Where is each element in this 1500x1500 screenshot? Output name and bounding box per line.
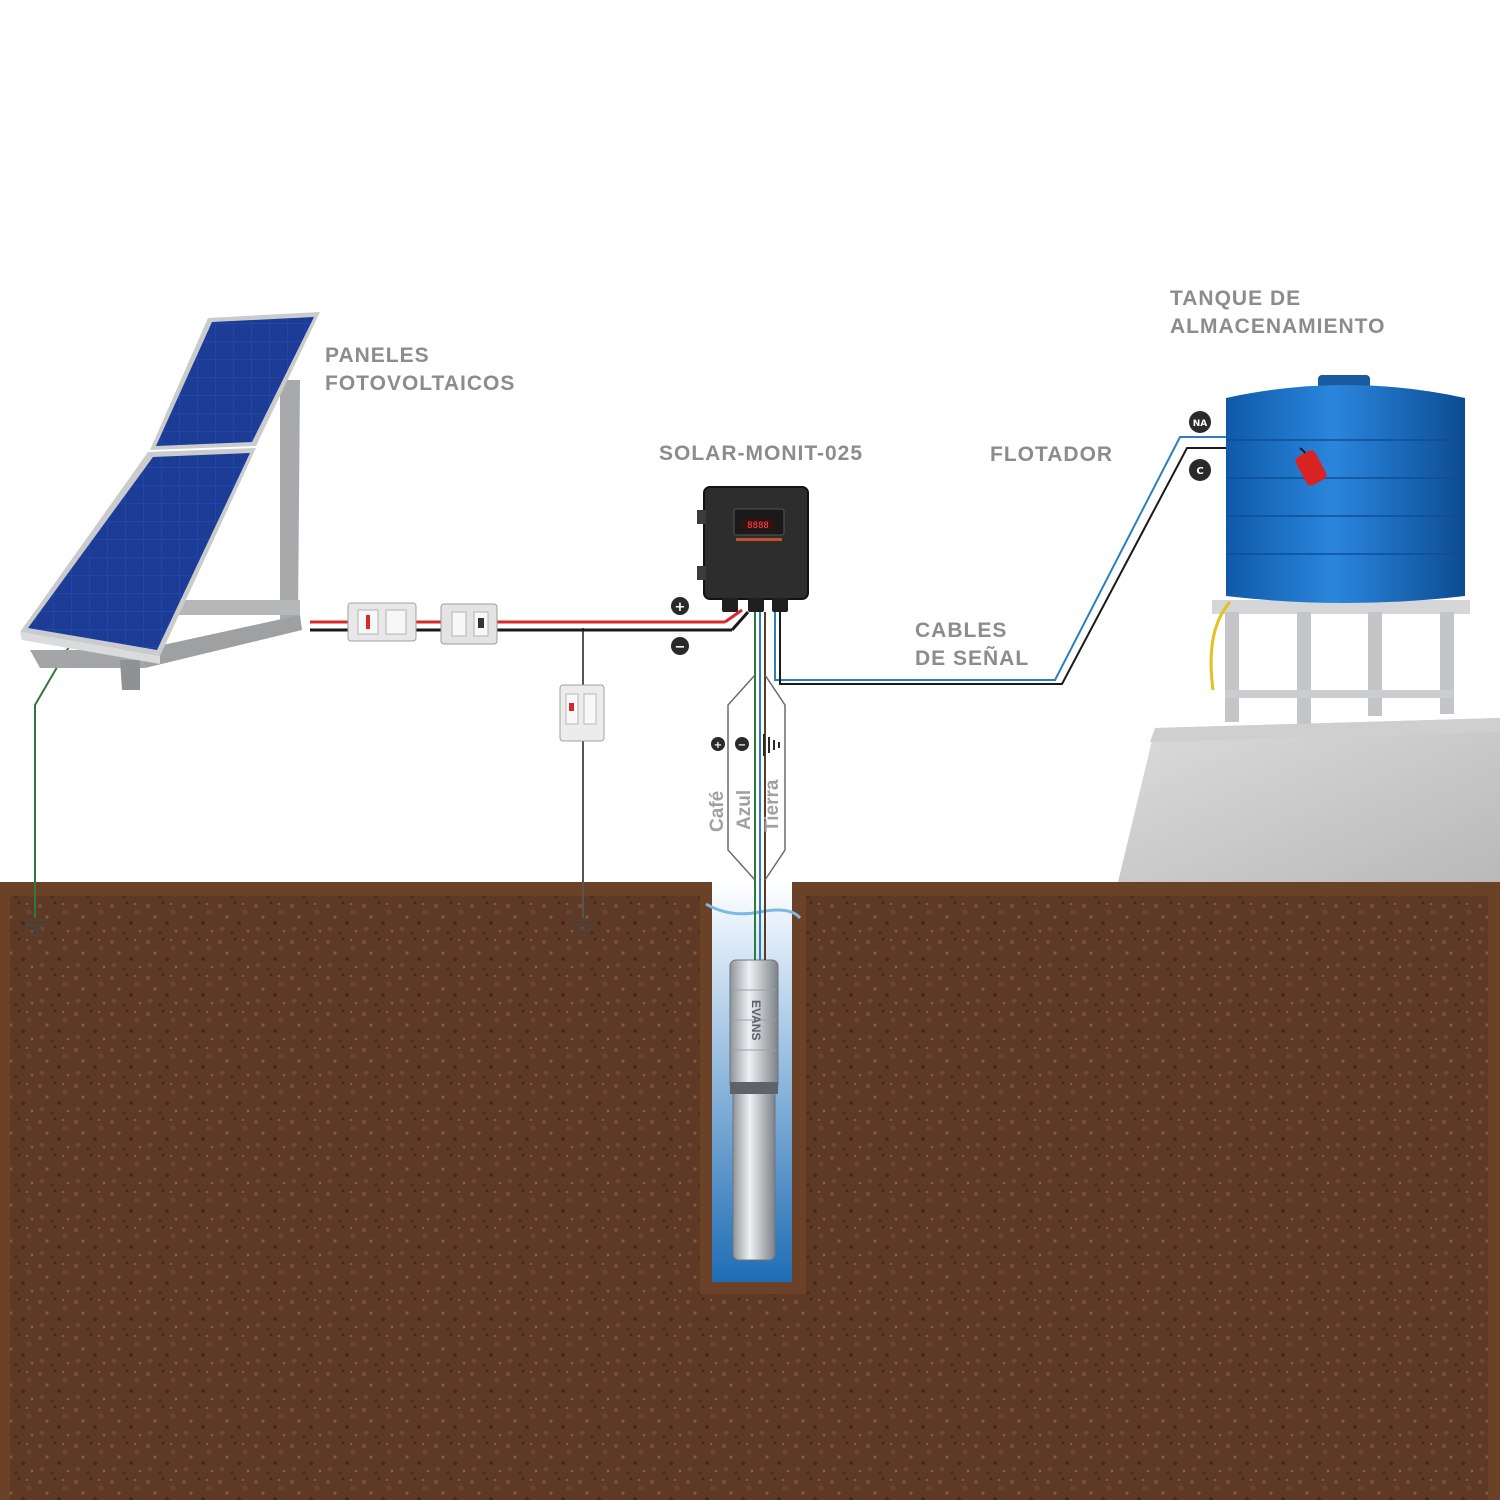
controller-display: 8888	[747, 521, 769, 531]
svg-text:+: +	[714, 740, 722, 751]
svg-text:+: +	[675, 600, 686, 615]
pump-brand: EVANS	[749, 1000, 763, 1040]
dc-breaker	[440, 603, 498, 645]
ground-symbol-panel-icon	[22, 919, 48, 936]
terminal-c-icon: C	[1189, 459, 1211, 481]
fuse-holder	[347, 602, 417, 642]
signal-cables	[774, 436, 1300, 685]
label-signal-cables: CABLES DE SEÑAL	[915, 619, 1030, 670]
wire-label-azul: Azul	[734, 790, 755, 830]
label-panels: PANELES FOTOVOLTAICOS	[325, 344, 516, 395]
tank-stand	[1209, 600, 1470, 724]
svg-text:NA: NA	[1193, 419, 1208, 429]
ground-wiring	[34, 628, 584, 918]
soil	[0, 882, 1500, 1500]
label-float: FLOTADOR	[990, 443, 1114, 466]
svg-text:C: C	[1196, 466, 1203, 477]
solar-panels	[20, 312, 320, 690]
terminal-na-icon: NA	[1189, 411, 1211, 433]
wire-label-tierra: Tierra	[762, 779, 783, 832]
terminal-plus-icon: +	[671, 597, 689, 615]
controller-solar-monit: 8888	[697, 486, 809, 612]
wire-label-cafe: Café	[707, 791, 728, 832]
surge-protector	[559, 684, 605, 742]
storage-tank	[1226, 375, 1465, 603]
label-tank: TANQUE DE ALMACENAMIENTO	[1170, 287, 1386, 338]
svg-text:−: −	[738, 740, 746, 751]
pump-cable	[727, 612, 786, 960]
wire-ground-icon	[763, 734, 780, 756]
float-switch-icon	[1295, 447, 1327, 486]
ground-symbol-spd-icon	[570, 919, 596, 936]
svg-text:−: −	[675, 640, 686, 655]
tank-base	[1118, 718, 1500, 882]
wire-plus-icon: +	[711, 737, 725, 751]
terminal-minus-icon: −	[671, 637, 689, 655]
submersible-pump: EVANS	[729, 959, 779, 1261]
label-controller: SOLAR-MONIT-025	[659, 442, 864, 465]
wire-minus-icon: −	[735, 737, 749, 751]
